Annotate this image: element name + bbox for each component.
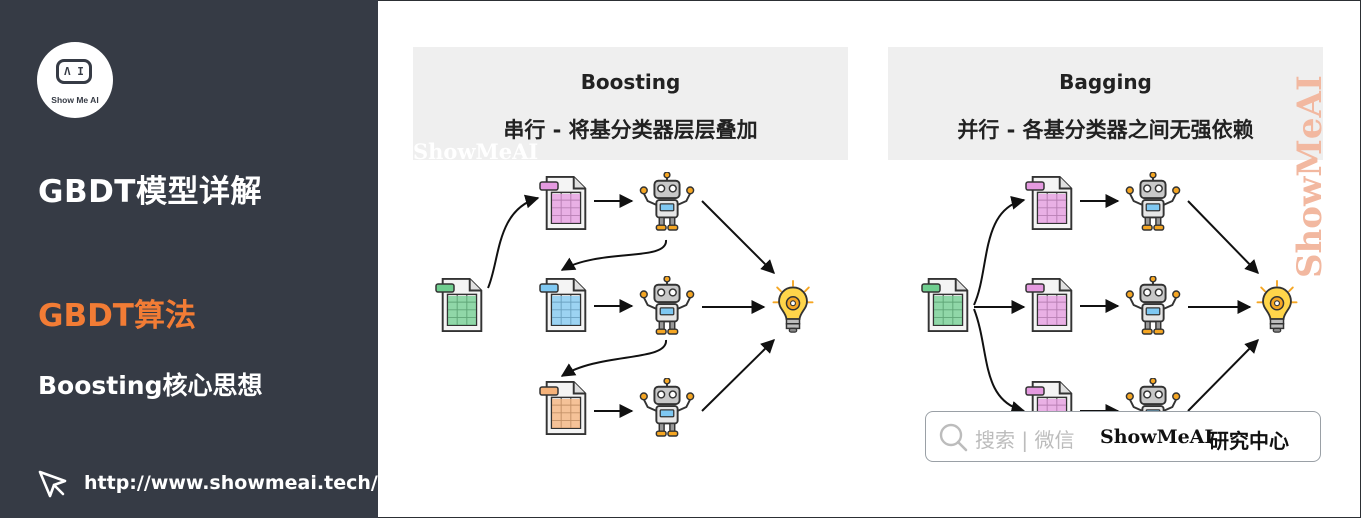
logo-text: Show Me AI (51, 95, 99, 105)
robot-icon (1125, 172, 1181, 232)
data-file-icon (921, 277, 969, 333)
sample-file-icon (539, 277, 587, 333)
bagging-header: Bagging 并行 - 各基分类器之间无强依赖 (888, 47, 1323, 160)
bagging-arrows (973, 194, 1259, 418)
robot-icon (639, 172, 695, 232)
logo-face: Λ I (56, 59, 92, 84)
showmeai-logo: Λ I Show Me AI (37, 42, 113, 118)
watermark-inline: ShowMeAI (413, 139, 539, 164)
subsection-title: Boosting核心思想 (38, 371, 263, 400)
boosting-arrows (487, 194, 775, 418)
bagging-diagram (921, 172, 1298, 438)
website-link[interactable]: http://www.showmeai.tech/ (84, 472, 378, 494)
cursor-icon (38, 470, 67, 498)
data-file-icon (435, 277, 483, 333)
search-icon (939, 423, 968, 452)
section-title: GBDT算法 (38, 298, 196, 334)
watermark-vertical-text: ShowMeAI (1293, 75, 1327, 278)
lightbulb-gear-icon (1256, 280, 1298, 334)
search-brand: ShowMeAI (1100, 426, 1214, 448)
wechat-search-box[interactable]: 搜索 | 微信 ShowMeAI 研究中心 (925, 411, 1321, 462)
watermark-vertical: ShowMeAI (1293, 75, 1327, 278)
page-title: GBDT模型详解 (38, 174, 262, 210)
robot-icon (639, 378, 695, 438)
robot-icon (1125, 276, 1181, 336)
sample-file-icon (1025, 175, 1073, 231)
sample-file-icon (1025, 277, 1073, 333)
bagging-title: Bagging (1059, 70, 1152, 94)
bagging-subtitle: 并行 - 各基分类器之间无强依赖 (957, 118, 1254, 142)
search-hint: 搜索 | 微信 (975, 428, 1075, 452)
boosting-header: Boosting 串行 - 将基分类器层层叠加 (413, 47, 848, 160)
sample-file-icon (539, 175, 587, 231)
robot-icon (639, 276, 695, 336)
search-tail: 研究中心 (1209, 429, 1289, 453)
sidebar: Λ I Show Me AI GBDT模型详解 GBDT算法 Boosting核… (0, 0, 378, 518)
lightbulb-gear-icon (772, 280, 814, 334)
boosting-title: Boosting (580, 70, 681, 94)
boosting-subtitle: 串行 - 将基分类器层层叠加 (503, 118, 758, 142)
logo-face-text: Λ I (64, 65, 84, 78)
boosting-diagram (435, 172, 814, 438)
sample-file-icon (539, 380, 587, 436)
